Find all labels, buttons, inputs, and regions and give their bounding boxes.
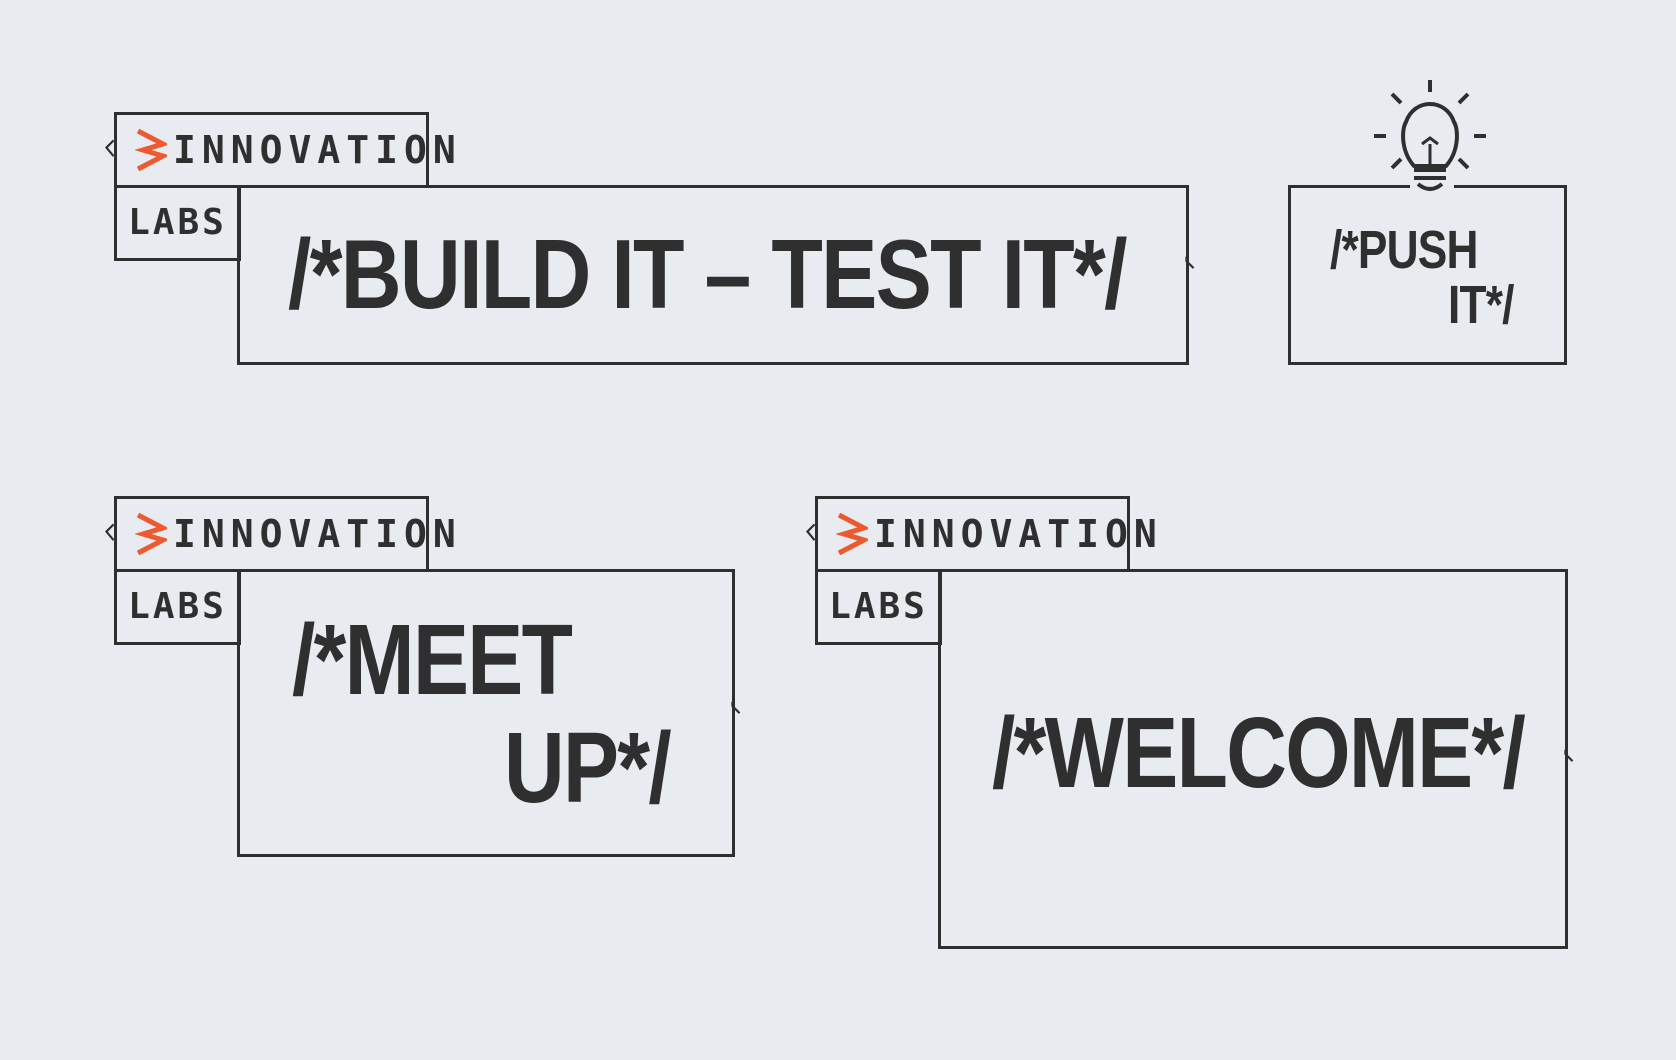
lightbulb-icon	[1370, 78, 1490, 204]
notch-decoration	[1564, 749, 1574, 762]
notch-decoration	[105, 139, 115, 157]
brand-sub: LABS	[128, 202, 227, 243]
main-box	[938, 569, 1568, 949]
headline-build: /*BUILD IT – TEST IT*/	[288, 219, 1128, 329]
brand-box: INNOVATION	[114, 496, 456, 572]
brand-name: INNOVATION	[173, 128, 462, 172]
brand-name: INNOVATION	[173, 512, 462, 556]
main-box	[237, 185, 1189, 365]
headline-meet-2: UP*/	[504, 712, 672, 824]
main-box	[237, 569, 735, 857]
brand-box: INNOVATION	[815, 496, 1157, 572]
brand-name: INNOVATION	[874, 512, 1163, 556]
notch-decoration	[731, 701, 741, 714]
labs-box: LABS	[114, 569, 241, 645]
push-box	[1288, 185, 1567, 365]
labs-box: LABS	[815, 569, 942, 645]
brand-sub: LABS	[128, 586, 227, 627]
chevron-logo-icon	[135, 128, 167, 172]
notch-decoration	[1185, 256, 1195, 269]
border-segment	[1288, 185, 1410, 188]
headline-welcome: /*WELCOME*/	[992, 697, 1526, 809]
headline-push-2: IT*/	[1448, 275, 1514, 335]
chevron-logo-icon	[836, 512, 868, 556]
notch-decoration	[105, 523, 115, 541]
chevron-logo-icon	[135, 512, 167, 556]
brand-box: INNOVATION	[114, 112, 456, 188]
brand-sub: LABS	[829, 586, 928, 627]
border-segment	[1454, 185, 1567, 188]
headline-push-1: /*PUSH	[1330, 220, 1478, 280]
headline-meet-1: /*MEET	[292, 604, 573, 716]
labs-box: LABS	[114, 185, 241, 261]
notch-decoration	[806, 523, 816, 541]
